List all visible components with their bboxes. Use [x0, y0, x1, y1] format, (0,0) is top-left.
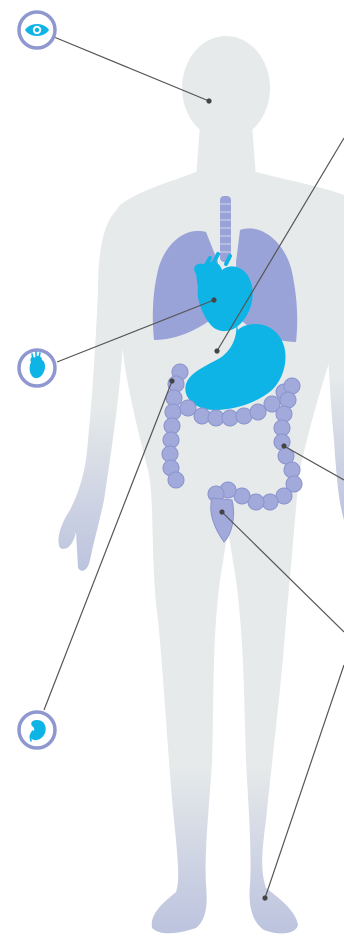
kidney-badge[interactable]	[19, 712, 55, 748]
trachea	[220, 196, 231, 262]
neck	[196, 125, 256, 178]
head	[182, 36, 270, 140]
heart-badge[interactable]	[19, 350, 55, 386]
left-arm	[58, 205, 132, 571]
eye-badge[interactable]	[19, 12, 55, 48]
